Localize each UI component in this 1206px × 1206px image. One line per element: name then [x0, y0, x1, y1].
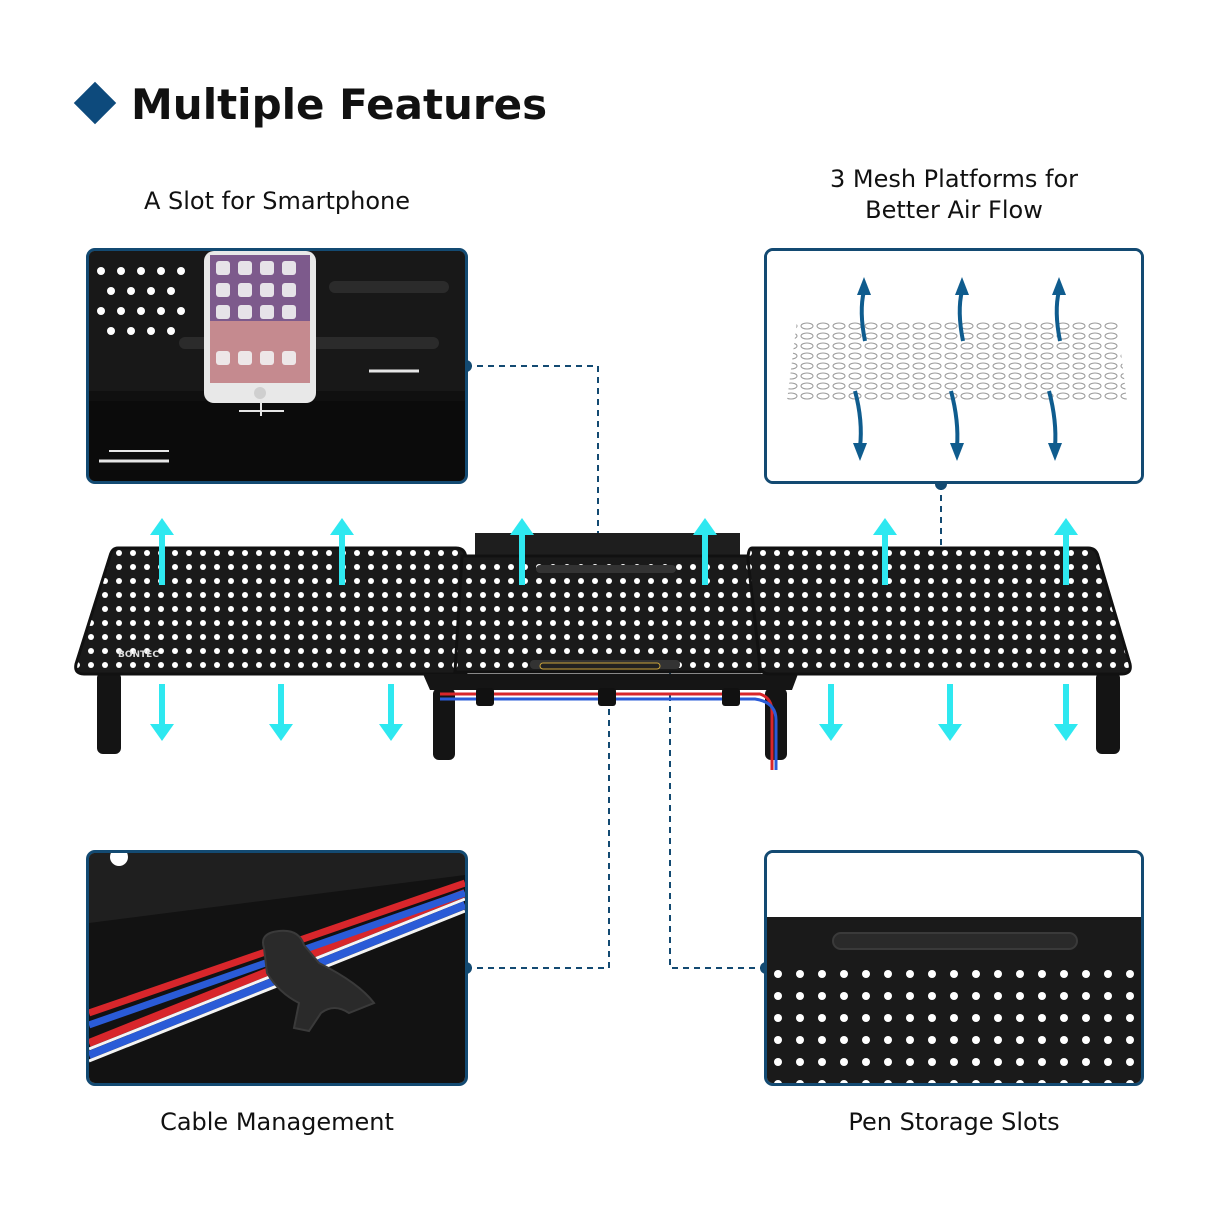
pen [539, 662, 661, 670]
center-base [423, 674, 798, 690]
caption-smartphone: A Slot for Smartphone [143, 187, 410, 215]
airflow-up-arrows [159, 532, 1069, 585]
airflow-up-heads [150, 518, 1078, 535]
connector-cable [466, 700, 610, 969]
mesh-holes-icon [97, 267, 185, 335]
panel-pen-storage [764, 850, 1144, 1086]
caption-pen: Pen Storage Slots [848, 1108, 1060, 1136]
brand-label: BONTEC [118, 650, 159, 660]
cable-clips [476, 688, 740, 706]
panel-cable-management [86, 850, 468, 1086]
caption-mesh-line1: 3 Mesh Platforms for [829, 165, 1079, 193]
connector-smartphone [466, 365, 599, 545]
panel-smartphone [86, 248, 468, 484]
panel-mesh-airflow [764, 248, 1144, 484]
page-title: Multiple Features [131, 80, 548, 129]
center-platform [453, 554, 762, 674]
mesh-grid-icon [787, 321, 1127, 401]
back-tray [475, 533, 740, 556]
caption-cable: Cable Management [160, 1108, 394, 1136]
right-platform [746, 546, 1132, 676]
smartphone-icon [204, 251, 316, 403]
connector-pen [669, 663, 766, 969]
caption-mesh: 3 Mesh Platforms for Better Air Flow [764, 164, 1144, 226]
pen-slot-icon [832, 932, 1078, 950]
airflow-down-heads [150, 724, 1078, 741]
airflow-down-arrows [159, 684, 1069, 728]
cable-red [440, 692, 774, 770]
caption-mesh-line2: Better Air Flow [865, 196, 1043, 224]
cable-blue [440, 697, 778, 770]
cable-clip-icon [262, 929, 376, 1033]
phone-slot [536, 565, 676, 573]
